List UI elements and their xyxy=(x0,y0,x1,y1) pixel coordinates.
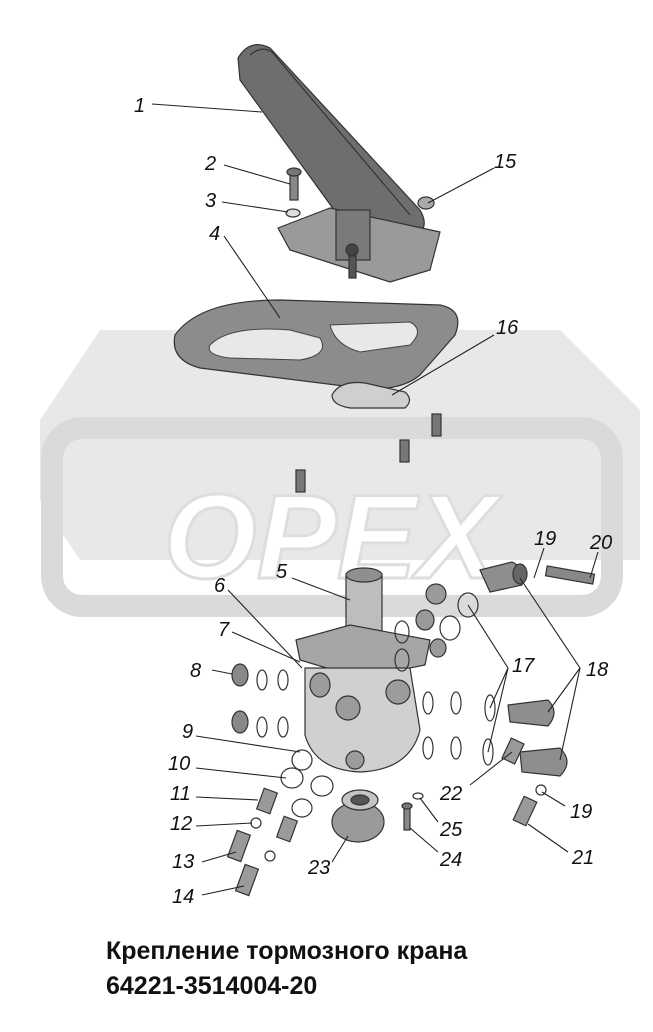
diagram-part-number: 64221-3514004-20 xyxy=(106,972,318,1000)
elbow-fitting-18 xyxy=(507,699,568,777)
rings-17 xyxy=(415,583,479,658)
callout-4: 4 xyxy=(209,223,220,245)
pedal-bracket xyxy=(277,207,441,283)
callout-8: 8 xyxy=(190,660,201,682)
callout-3: 3 xyxy=(205,190,216,212)
callout-21: 21 xyxy=(571,847,594,869)
plug-8 xyxy=(231,663,249,734)
washer-12b xyxy=(264,850,276,862)
callout-7: 7 xyxy=(218,619,230,641)
callout-17: 17 xyxy=(512,655,535,677)
callout-13: 13 xyxy=(172,851,194,873)
callout-2: 2 xyxy=(204,153,216,175)
callout-20: 20 xyxy=(589,532,612,554)
washer-12 xyxy=(250,817,262,829)
washer-3 xyxy=(285,208,301,218)
fitting-14 xyxy=(234,863,260,897)
callout-12: 12 xyxy=(170,813,192,835)
callout-11: 11 xyxy=(170,783,191,805)
callout-9: 9 xyxy=(182,721,193,743)
seals-9-10 xyxy=(280,749,334,818)
callout-22: 22 xyxy=(439,783,462,805)
callout-18: 18 xyxy=(586,659,608,681)
fitting-22 xyxy=(501,737,525,765)
gasket-4 xyxy=(173,299,459,390)
elbow-fitting-top xyxy=(479,561,528,593)
fitting-11 xyxy=(255,787,299,843)
nut-23 xyxy=(331,789,385,843)
nut-15 xyxy=(417,196,435,210)
callout-19-bottom: 19 xyxy=(570,801,592,823)
callout-5: 5 xyxy=(276,561,288,583)
gasket-16 xyxy=(331,381,411,409)
watermark-frame xyxy=(41,417,623,617)
callout-16: 16 xyxy=(496,317,519,339)
o-rings-left xyxy=(256,669,289,738)
bolt-20 xyxy=(544,565,596,585)
floor-bolts xyxy=(295,413,442,493)
screws-24-25 xyxy=(401,792,424,831)
bolt-2 xyxy=(286,167,302,201)
callout-6: 6 xyxy=(214,575,226,597)
callout-15: 15 xyxy=(494,151,517,173)
callout-14: 14 xyxy=(172,886,194,908)
callout-1: 1 xyxy=(134,95,145,117)
callout-19-top: 19 xyxy=(534,528,556,550)
callout-24: 24 xyxy=(439,849,462,871)
fitting-13 xyxy=(226,829,252,863)
diagram-title: Крепление тормозного крана xyxy=(106,937,468,965)
callout-23: 23 xyxy=(307,857,330,879)
callout-labels: 1 2 3 4 15 16 19 20 6 5 7 8 17 18 9 10 1… xyxy=(134,95,612,908)
fitting-21 xyxy=(512,784,547,827)
leader-lines xyxy=(151,103,599,896)
callout-25: 25 xyxy=(439,819,463,841)
watermark-plate xyxy=(40,330,640,560)
watermark-text: OPEX xyxy=(163,470,503,604)
o-rings-right xyxy=(394,620,496,766)
watermark: OPEX xyxy=(40,330,640,617)
callout-10: 10 xyxy=(168,753,190,775)
